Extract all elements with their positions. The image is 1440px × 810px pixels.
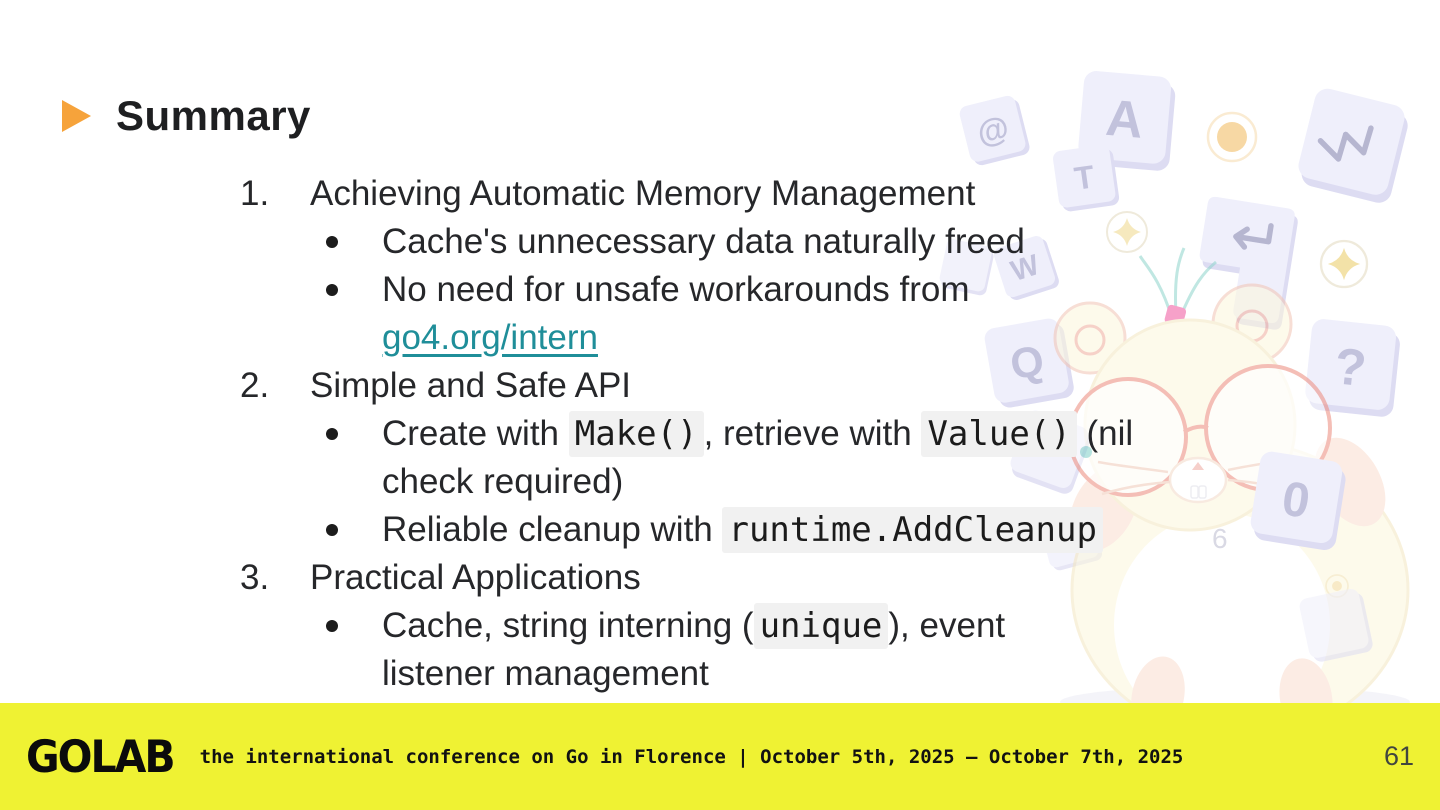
text-run: (nil <box>1076 414 1134 453</box>
bullet-dot-glyph <box>326 524 338 536</box>
conference-info-text: the international conference on Go in Fl… <box>199 745 1184 768</box>
list-item: 2. Simple and Safe API <box>240 362 1250 410</box>
bullet-dot-glyph <box>326 428 338 440</box>
bullet-item: Cache's unnecessary data naturally freed <box>240 218 1250 266</box>
text-run: , retrieve with <box>703 414 922 453</box>
page-number: 61 <box>1383 741 1414 771</box>
keycap-label: A <box>1104 89 1146 149</box>
bullet-item: No need for unsafe workarounds from go4.o… <box>240 266 1250 362</box>
text-run: listener management <box>382 654 709 693</box>
keycap-label: @ <box>973 109 1012 152</box>
bullet-text: Cache's unnecessary data naturally freed <box>382 218 1250 266</box>
golab-logo: GOLAB <box>26 730 176 783</box>
text-run: Cache's unnecessary data naturally freed <box>382 222 1025 261</box>
inline-code: runtime.AddCleanup <box>722 507 1103 553</box>
key-question-icon: ? <box>1303 318 1402 418</box>
key-at-icon: @ <box>958 93 1032 168</box>
sparkle-icon <box>1325 574 1349 598</box>
text-run: Create with <box>382 414 569 453</box>
bullet-item: Create with Make(), retrieve with Value(… <box>240 410 1250 506</box>
page-title: Summary <box>116 92 311 139</box>
list-item-text: Practical Applications <box>310 558 641 597</box>
text-run: Cache, string interning ( <box>382 606 754 645</box>
keycap-label: 0 <box>1278 471 1313 529</box>
orange-dot-icon <box>1206 111 1258 163</box>
bullet-text: No need for unsafe workarounds from go4.o… <box>382 266 1250 362</box>
key-a-icon: A <box>1076 70 1177 172</box>
bullet-dot <box>324 218 382 266</box>
sparkle-icon <box>1319 239 1369 289</box>
bullet-text: Cache, string interning (unique), event l… <box>382 602 1250 698</box>
bullet-text: Create with Make(), retrieve with Value(… <box>382 410 1250 506</box>
bullet-dot <box>324 410 382 506</box>
list-item-number: 2. <box>240 366 270 405</box>
bullet-dot-glyph <box>326 236 338 248</box>
bullet-item: Cache, string interning (unique), event l… <box>240 602 1250 698</box>
list-item-text: Achieving Automatic Memory Management <box>310 174 976 213</box>
list-item: 1. Achieving Automatic Memory Management <box>240 170 1250 218</box>
bullet-item: Reliable cleanup with runtime.AddCleanup <box>240 506 1250 554</box>
list-item-text: Simple and Safe API <box>310 366 632 405</box>
text-run: Reliable cleanup with <box>382 510 723 549</box>
text-run: ), event <box>888 606 1006 645</box>
list-item-number: 1. <box>240 174 270 213</box>
bullet-dot-glyph <box>326 284 338 296</box>
external-link[interactable]: go4.org/intern <box>382 318 598 357</box>
inline-code: Make() <box>568 411 704 457</box>
greater-equal-key-icon <box>1294 86 1413 206</box>
keycap-label: ? <box>1332 336 1369 397</box>
text-run: No need for unsafe workarounds from <box>382 270 970 309</box>
bullet-dot <box>324 506 382 554</box>
footer-bar: GOLAB the international conference on Go… <box>0 703 1440 810</box>
bullet-dot <box>324 266 382 362</box>
key-blank-icon <box>1298 586 1375 664</box>
inline-code: unique <box>753 603 889 649</box>
title-arrow-icon <box>62 100 91 132</box>
key-zero-icon: 0 <box>1248 450 1349 552</box>
bullet-dot-glyph <box>326 620 338 632</box>
inline-code: Value() <box>921 411 1077 457</box>
list-item: 3. Practical Applications <box>240 554 1250 602</box>
list-item-number: 3. <box>240 558 270 597</box>
bullet-text: Reliable cleanup with runtime.AddCleanup <box>382 506 1250 554</box>
bullet-dot <box>324 602 382 698</box>
slide-title-row: Summary <box>62 92 311 140</box>
text-run: check required) <box>382 462 624 501</box>
